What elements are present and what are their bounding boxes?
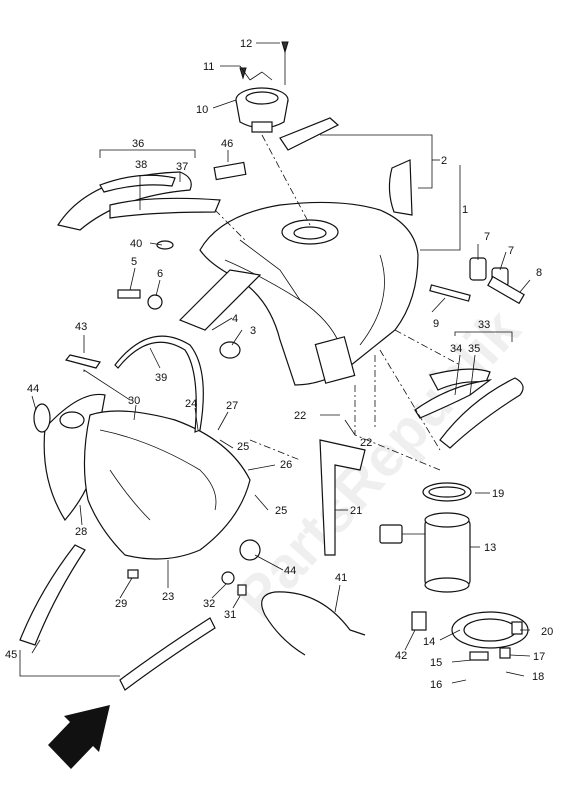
callout-32: 32 bbox=[203, 598, 215, 610]
callout-39: 39 bbox=[155, 372, 167, 384]
tank-side-panels bbox=[279, 117, 413, 216]
fuel-hose bbox=[261, 591, 366, 656]
watermark-text: PartsRepublik bbox=[223, 296, 533, 630]
callout-37: 37 bbox=[176, 161, 188, 173]
callout-22a: 22 bbox=[294, 410, 306, 422]
callout-34: 34 bbox=[450, 343, 462, 355]
callout-8: 8 bbox=[536, 267, 542, 279]
callout-41: 41 bbox=[335, 572, 347, 584]
callout-27: 27 bbox=[226, 400, 238, 412]
callout-46: 46 bbox=[221, 138, 233, 150]
fuel-cap-assembly bbox=[235, 41, 289, 133]
tank-graphics-right bbox=[414, 368, 524, 449]
decal-strip bbox=[19, 544, 216, 691]
callout-5: 5 bbox=[131, 256, 137, 268]
callout-44a: 44 bbox=[27, 383, 39, 395]
trim-molding bbox=[114, 335, 204, 433]
callout-30: 30 bbox=[128, 395, 140, 407]
callout-22b: 22 bbox=[360, 437, 372, 449]
callout-45: 45 bbox=[5, 649, 17, 661]
callout-3: 3 bbox=[250, 325, 256, 337]
front-arrow-icon bbox=[48, 705, 110, 769]
callout-29: 29 bbox=[115, 598, 127, 610]
tank-cover bbox=[43, 393, 251, 560]
callout-20: 20 bbox=[541, 626, 553, 638]
callout-38: 38 bbox=[135, 159, 147, 171]
callout-6: 6 bbox=[157, 268, 163, 280]
callout-42: 42 bbox=[395, 650, 407, 662]
callout-44b: 44 bbox=[284, 565, 296, 577]
callout-19: 19 bbox=[492, 488, 504, 500]
callout-1: 1 bbox=[462, 204, 468, 216]
callout-24: 24 bbox=[185, 398, 197, 410]
callout-9: 9 bbox=[433, 318, 439, 330]
tank-bracket bbox=[319, 439, 366, 556]
tank-graphics-left bbox=[57, 171, 221, 231]
callout-2: 2 bbox=[441, 155, 447, 167]
dashed-guides bbox=[214, 134, 461, 471]
callout-14: 14 bbox=[423, 636, 435, 648]
pump-hardware bbox=[411, 611, 523, 661]
callout-17: 17 bbox=[533, 651, 545, 663]
callout-28: 28 bbox=[75, 526, 87, 538]
callout-43: 43 bbox=[75, 321, 87, 333]
callout-21: 21 bbox=[350, 505, 362, 517]
callout-33: 33 bbox=[478, 319, 490, 331]
fuel-tank bbox=[178, 201, 419, 386]
callout-23: 23 bbox=[162, 591, 174, 603]
callout-31: 31 bbox=[224, 609, 236, 621]
callout-10: 10 bbox=[196, 104, 208, 116]
pump-ring bbox=[422, 482, 472, 502]
callout-13: 13 bbox=[484, 542, 496, 554]
callout-25a: 25 bbox=[237, 441, 249, 453]
leader-lines bbox=[19, 42, 531, 684]
callout-7b: 7 bbox=[508, 245, 514, 257]
callout-36: 36 bbox=[132, 138, 144, 150]
callout-12: 12 bbox=[240, 38, 252, 50]
callout-4: 4 bbox=[232, 313, 238, 325]
fuel-pump bbox=[379, 512, 471, 593]
callout-16: 16 bbox=[430, 679, 442, 691]
callout-40: 40 bbox=[130, 238, 142, 250]
callout-labels: 12 11 10 2 1 36 38 37 46 40 5 6 7 7 8 9 … bbox=[5, 38, 553, 691]
callout-15: 15 bbox=[430, 657, 442, 669]
callout-25b: 25 bbox=[275, 505, 287, 517]
callout-18: 18 bbox=[532, 671, 544, 683]
callout-11: 11 bbox=[203, 61, 214, 73]
callout-7a: 7 bbox=[484, 231, 490, 243]
callout-35: 35 bbox=[468, 343, 480, 355]
callout-26: 26 bbox=[280, 459, 292, 471]
